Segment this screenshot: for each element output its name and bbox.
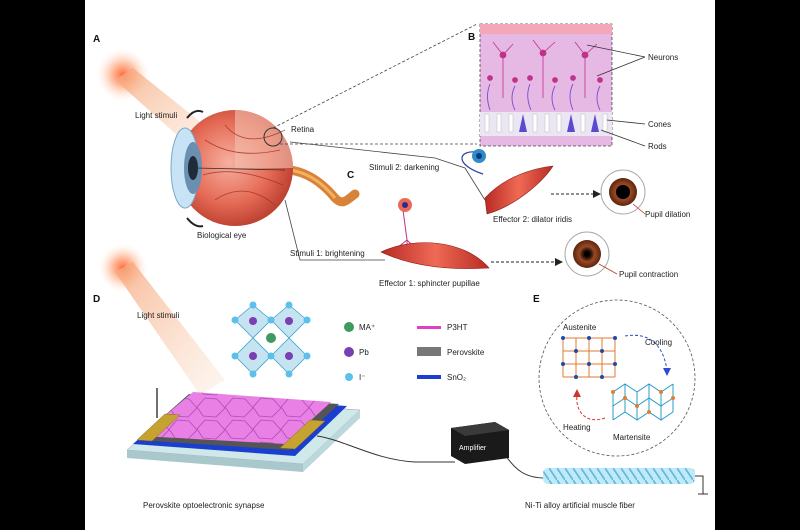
material-legend (344, 322, 441, 381)
light-stimuli-bottom-label: Light stimuli (137, 311, 179, 320)
legend-sno2: SnO₂ (447, 373, 466, 382)
light-stimuli-top-label: Light stimuli (135, 111, 177, 120)
austenite-label: Austenite (563, 323, 597, 332)
stimuli2-label: Stimuli 2: darkening (369, 163, 439, 172)
light-source-bottom (99, 244, 225, 395)
figure-canvas: A Light stimuli Retina Biological eye B (85, 0, 715, 530)
rods-label: Rods (648, 142, 667, 151)
wire-to-fiber (502, 451, 546, 479)
cones-label: Cones (648, 120, 671, 129)
amplifier-label: Amplifier (459, 445, 487, 452)
perovskite-crystal-structure (231, 301, 311, 378)
sphincter-pupillae-muscle (380, 198, 490, 269)
legend-p3ht: P3HT (447, 323, 468, 332)
zoom-line-top (272, 23, 478, 129)
wire-to-amplifier (316, 435, 455, 463)
retina-label: Retina (291, 125, 315, 134)
biological-eye-label: Biological eye (197, 231, 247, 240)
effector1-label: Effector 1: sphincter pupillae (379, 279, 480, 288)
panel-label-d: D (93, 294, 100, 305)
neurons-label: Neurons (648, 53, 678, 62)
artificial-muscle-fiber (543, 468, 708, 495)
figure-svg: A Light stimuli Retina Biological eye B (93, 23, 708, 510)
legend-i: I⁻ (359, 373, 365, 382)
biological-eye-illustration (170, 109, 360, 228)
optoelectronic-synapse-device (126, 388, 361, 472)
stimuli1-label: Stimuli 1: brightening (290, 249, 365, 258)
cooling-label: Cooling (645, 338, 672, 347)
panel-label-a: A (93, 34, 100, 45)
retina-cross-section (479, 23, 613, 147)
dilated-pupil-eye (600, 169, 646, 215)
synapse-label: Perovskite optoelectronic synapse (143, 501, 265, 510)
pathway-line-darkening (289, 141, 486, 201)
panel-label-b: B (468, 32, 475, 43)
phase-transition-diagram (538, 299, 696, 457)
legend-perovskite: Perovskite (447, 348, 485, 357)
martensite-label: Martensite (613, 433, 651, 442)
pathway-line-brightening (284, 199, 385, 261)
legend-pb: Pb (359, 348, 369, 357)
panel-label-c: C (347, 170, 354, 181)
amplifier-box (451, 422, 509, 464)
contracted-pupil-eye (564, 231, 610, 277)
dilator-iridis-muscle (461, 149, 554, 215)
panel-label-e: E (533, 294, 540, 305)
legend-ma: MA⁺ (359, 323, 375, 332)
pupil-dilation-label: Pupil dilation (645, 210, 690, 219)
retina-pointer-lines (586, 44, 646, 147)
pupil-contraction-label: Pupil contraction (619, 270, 678, 279)
effector2-label: Effector 2: dilator iridis (493, 215, 572, 224)
muscle-fiber-label: Ni-Ti alloy artificial muscle fiber (525, 501, 635, 510)
heating-label: Heating (563, 423, 591, 432)
